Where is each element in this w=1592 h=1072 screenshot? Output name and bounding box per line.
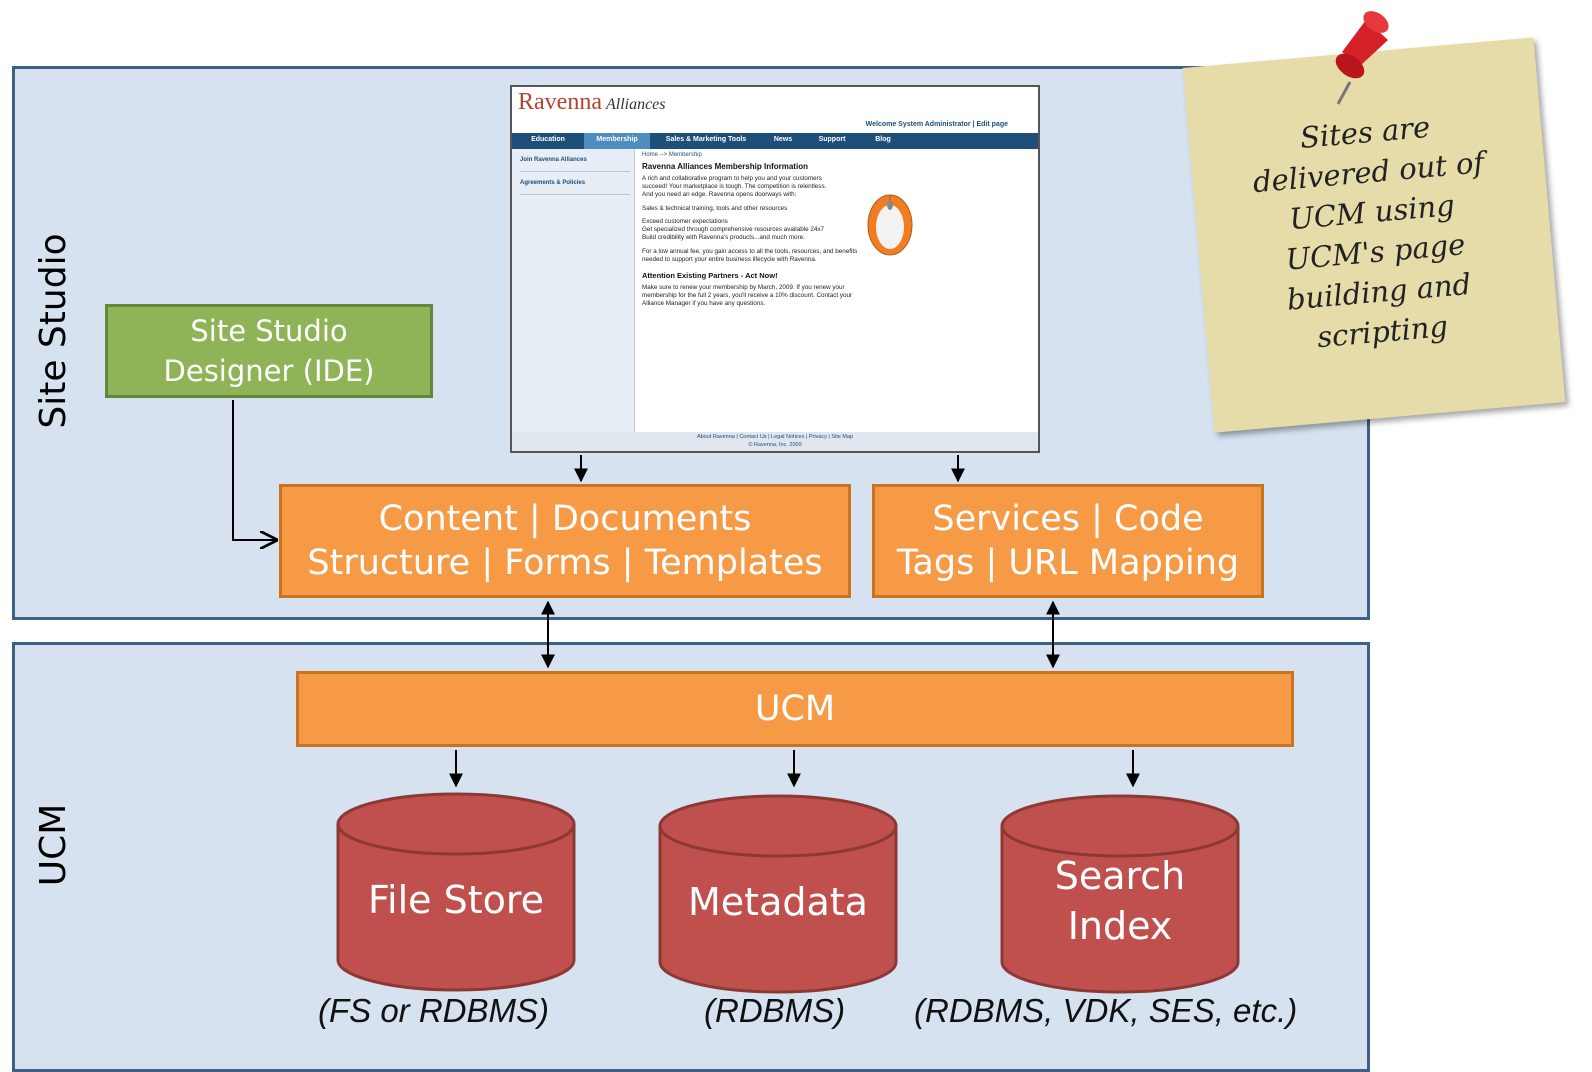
para5-line: Make sure to renew your membership by Ma… — [642, 284, 845, 291]
services-box: Services | Code Tags | URL Mapping — [872, 484, 1264, 598]
nav-membership: Membership — [584, 133, 650, 149]
footer-copyright: © Ravenna, Inc. 2009 — [748, 442, 802, 448]
mouse-icon — [867, 194, 913, 256]
content-line: Content | Documents — [378, 499, 752, 539]
nav-sales: Sales & Marketing Tools — [665, 136, 747, 143]
para4-line: needed to support your entire business l… — [642, 256, 817, 263]
arrow-designer-to-content — [232, 400, 276, 540]
search-index-label-line2: Index — [1067, 904, 1173, 948]
page-heading-2: Attention Existing Partners - Act Now! — [642, 271, 778, 280]
file-store-database-icon — [336, 792, 576, 992]
services-line: Tags | URL Mapping — [896, 543, 1240, 583]
nav-news: News — [773, 136, 793, 143]
sidebar-item-agreements: Agreements & Policies — [520, 178, 630, 195]
para1-line: And you need an edge. Ravenna opens door… — [642, 191, 797, 198]
footer-links: About Ravenna | Contact Us | Legal Notic… — [696, 434, 854, 440]
para1-line: A rich and collaborative program to help… — [642, 175, 822, 182]
para3-line: Build credibility with Ravenna's product… — [642, 234, 805, 241]
breadcrumb: Home --> Membership — [642, 152, 702, 158]
ucm-bar-label: UCM — [754, 689, 836, 729]
site-footer: About Ravenna | Contact Us | Legal Notic… — [512, 432, 1038, 451]
services-line: Services | Code — [932, 499, 1204, 539]
file-store-label: File Store — [367, 878, 545, 922]
para3-line: Exceed customer expectations — [642, 218, 728, 225]
content-line: Structure | Forms | Templates — [307, 543, 823, 583]
site-studio-designer-box: Site Studio Designer (IDE) — [105, 304, 433, 398]
metadata-database-icon — [658, 794, 898, 994]
para5-line: membership for the full 2 years, you'll … — [642, 292, 853, 299]
nav-education: Education — [531, 136, 565, 143]
para4-line: For a low annual fee, you gain access to… — [642, 248, 858, 255]
para5-line: Alliance Manager if you have any questio… — [642, 300, 766, 307]
welcome-text: Welcome System Administrator | Edit page — [865, 121, 1008, 128]
metadata-label: Metadata — [688, 880, 868, 924]
file-store-caption: (FS or RDBMS) — [318, 992, 549, 1029]
nav-blog: Blog — [875, 136, 891, 143]
para2-line: Sales & technical training, tools and ot… — [642, 205, 788, 212]
para1-line: succeed! Your marketplace is tough. The … — [642, 183, 827, 190]
site-sidebar: Join Ravenna Alliances Agreements & Poli… — [512, 149, 635, 433]
ucm-bar: UCM — [296, 671, 1294, 747]
metadata-caption: (RDBMS) — [704, 992, 846, 1029]
para3-line: Get specialized through comprehensive re… — [642, 226, 825, 233]
search-index-database-icon — [1000, 794, 1240, 994]
site-main-content: Home --> Membership Ravenna Alliances Me… — [642, 151, 902, 308]
designer-line: Designer (IDE) — [163, 354, 375, 388]
designer-line: Site Studio — [190, 314, 348, 348]
content-box: Content | Documents Structure | Forms | … — [279, 484, 851, 598]
page-heading: Ravenna Alliances Membership Information — [642, 162, 808, 171]
nav-support: Support — [818, 136, 846, 143]
search-index-label-line1: Search — [1054, 854, 1186, 898]
site-nav: Education Membership Sales & Marketing T… — [512, 133, 1038, 149]
search-index-caption: (RDBMS, VDK, SES, etc.) — [914, 992, 1298, 1029]
sidebar-item-join: Join Ravenna Alliances — [520, 155, 630, 172]
